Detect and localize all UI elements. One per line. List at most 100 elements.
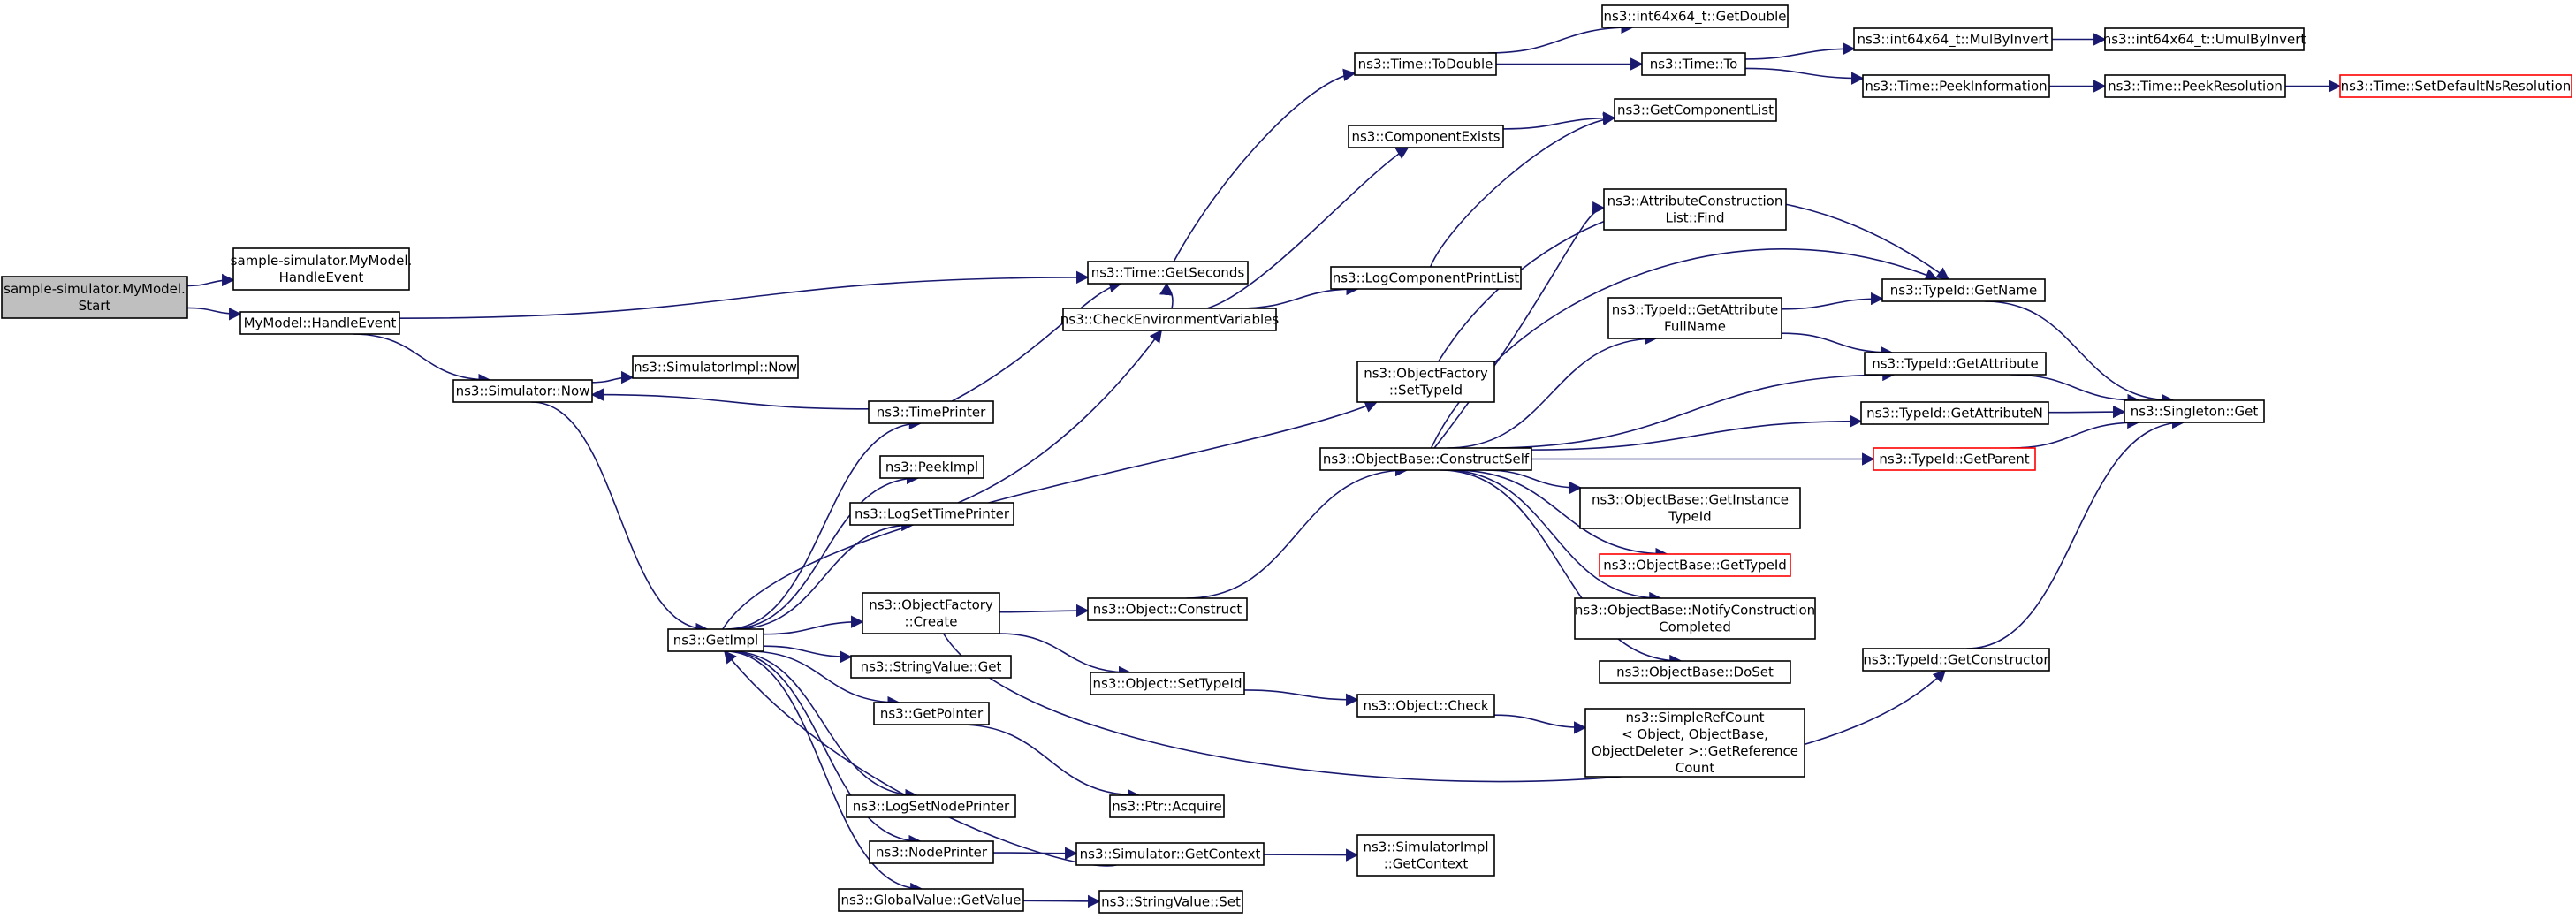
node-timePrinter[interactable]: ns3::TimePrinter <box>868 400 994 424</box>
node-globalValueGetValue[interactable]: ns3::GlobalValue::GetValue <box>838 888 1024 912</box>
node-int64GetDouble[interactable]: ns3::int64x64_t::GetDouble <box>1601 4 1789 28</box>
node-simImplGetContext[interactable]: ns3::SimulatorImpl::GetContext <box>1356 834 1495 877</box>
node-box-getConstructor <box>1862 648 2050 672</box>
node-getConstructor[interactable]: ns3::TypeId::GetConstructor <box>1862 648 2050 672</box>
node-mulByInvert[interactable]: ns3::int64x64_t::MulByInvert <box>1853 27 2053 51</box>
call-edge-getImpl-to-ofCreate <box>763 615 864 635</box>
call-edge-typeIdGetParent-to-singletonGet <box>2010 415 2140 449</box>
node-box-componentExists <box>1348 125 1504 148</box>
node-label-simpleRefCount: ns3::SimpleRefCount <box>1626 710 1765 725</box>
node-box-timeTo <box>1641 52 1746 76</box>
node-label-objectCheck: ns3::Object::Check <box>1363 698 1488 714</box>
node-peekImpl[interactable]: ns3::PeekImpl <box>879 455 984 479</box>
node-stringValueSet[interactable]: ns3::StringValue::Set <box>1098 890 1243 914</box>
node-toDouble[interactable]: ns3::Time::ToDouble <box>1354 52 1497 76</box>
call-edge-getImpl-to-globalValueGetValue <box>725 650 923 896</box>
call-edge-getImpl-to-timePrinter <box>726 416 923 630</box>
node-label-peekImpl: ns3::PeekImpl <box>885 460 978 475</box>
node-box-logSetTimePrinter <box>849 502 1014 526</box>
node-ofSetTypeId[interactable]: ns3::ObjectFactory::SetTypeId <box>1356 361 1495 403</box>
node-typeIdGetAttribute[interactable]: ns3::TypeId::GetAttribute <box>1864 352 2047 376</box>
node-objectSetTypeId[interactable]: ns3::Object::SetTypeId <box>1090 672 1245 695</box>
node-label-obGetTypeId: ns3::ObjectBase::GetTypeId <box>1603 558 1787 573</box>
node-ofCreate[interactable]: ns3::ObjectFactory::Create <box>862 592 1000 634</box>
node-typeIdGetParent[interactable]: ns3::TypeId::GetParent <box>1873 447 2036 471</box>
node-nodePrinter[interactable]: ns3::NodePrinter <box>869 840 994 864</box>
node-box-objectCheck <box>1356 694 1495 718</box>
node-simpleRefCount[interactable]: ns3::SimpleRefCount< Object, ObjectBase,… <box>1584 708 1805 778</box>
node-simImplNow[interactable]: ns3::SimulatorImpl::Now <box>632 355 799 379</box>
call-edge-objectSetTypeId-to-objectCheck <box>1243 689 1359 707</box>
node-objectConstruct[interactable]: ns3::Object::Construct <box>1087 597 1248 621</box>
node-box-typeIdGetAttributeN <box>1860 401 2049 425</box>
node-simGetContext[interactable]: ns3::Simulator::GetContext <box>1075 842 1265 866</box>
node-box-getImpl <box>667 628 764 652</box>
node-box-int64GetDouble <box>1601 4 1789 28</box>
node-myHandleEvent[interactable]: MyModel::HandleEvent <box>239 311 400 335</box>
call-edge-timeTo-to-mulByInvert <box>1744 42 1856 60</box>
call-edge-root-to-smHandleEvent <box>186 273 235 287</box>
node-componentExists[interactable]: ns3::ComponentExists <box>1348 125 1504 148</box>
node-label-logComponentPrintList: ns3::LogComponentPrintList <box>1333 270 1520 286</box>
node-setDefaultNsResolution[interactable]: ns3::Time::SetDefaultNsResolution <box>2339 74 2572 98</box>
node-getSeconds[interactable]: ns3::Time::GetSeconds <box>1087 261 1249 285</box>
node-label-getImpl: ns3::GetImpl <box>673 633 758 649</box>
node-label-ofCreate: ::Create <box>905 614 958 630</box>
node-label-simImplNow: ns3::SimulatorImpl::Now <box>634 360 797 376</box>
node-timeTo[interactable]: ns3::Time::To <box>1641 52 1746 76</box>
node-notifyConstruction[interactable]: ns3::ObjectBase::NotifyConstructionCompl… <box>1574 597 1816 640</box>
node-box-logSetNodePrinter <box>846 794 1016 818</box>
node-label-acListFind: List::Find <box>1665 210 1724 226</box>
node-box-getComponentList <box>1614 98 1777 122</box>
node-box-getPointer <box>873 702 990 725</box>
call-edge-root-to-myHandleEvent <box>186 307 242 321</box>
call-edge-nodePrinter-to-simGetContext <box>992 847 1078 860</box>
node-root[interactable]: sample-simulator.MyModel.Start <box>1 276 188 319</box>
node-box-peekInformation <box>1862 74 2050 98</box>
node-box-ofCreate <box>862 592 1000 634</box>
node-logComponentPrintList[interactable]: ns3::LogComponentPrintList <box>1330 266 1522 290</box>
node-objectCheck[interactable]: ns3::Object::Check <box>1356 694 1495 718</box>
node-peekInformation[interactable]: ns3::Time::PeekInformation <box>1862 74 2050 98</box>
node-label-typeIdGetAttribute: ns3::TypeId::GetAttribute <box>1872 356 2038 372</box>
node-checkEnv[interactable]: ns3::CheckEnvironmentVariables <box>1060 308 1280 331</box>
call-edge-timeTo-to-peekInformation <box>1744 67 1865 85</box>
call-edge-getImpl-to-getPointer <box>748 650 900 710</box>
node-label-peekInformation: ns3::Time::PeekInformation <box>1865 79 2047 95</box>
node-simNow[interactable]: ns3::Simulator::Now <box>452 379 593 403</box>
node-box-obDoSet <box>1599 660 1791 684</box>
node-singletonGet[interactable]: ns3::Singleton::Get <box>2124 399 2265 423</box>
node-logSetTimePrinter[interactable]: ns3::LogSetTimePrinter <box>849 502 1014 526</box>
node-getImpl[interactable]: ns3::GetImpl <box>667 628 764 652</box>
node-getPointer[interactable]: ns3::GetPointer <box>873 702 990 725</box>
node-logSetNodePrinter[interactable]: ns3::LogSetNodePrinter <box>846 794 1016 818</box>
node-label-obDoSet: ns3::ObjectBase::DoSet <box>1616 665 1774 680</box>
node-obGetTypeId[interactable]: ns3::ObjectBase::GetTypeId <box>1599 553 1791 577</box>
node-box-simGetContext <box>1075 842 1265 866</box>
node-label-root: Start <box>79 298 111 314</box>
node-umulByInvert[interactable]: ns3::int64x64_t::UmulByInvert <box>2103 27 2306 51</box>
node-peekResolution[interactable]: ns3::Time::PeekResolution <box>2104 74 2286 98</box>
node-typeIdGetAttributeN[interactable]: ns3::TypeId::GetAttributeN <box>1860 401 2049 425</box>
call-edges <box>186 20 2342 908</box>
node-getComponentList[interactable]: ns3::GetComponentList <box>1614 98 1777 122</box>
node-label-ofSetTypeId: ::SetTypeId <box>1389 383 1463 399</box>
node-label-ptrAcquire: ns3::Ptr::Acquire <box>1112 799 1221 815</box>
node-label-getInstanceTypeId: TypeId <box>1668 509 1711 525</box>
node-label-componentExists: ns3::ComponentExists <box>1351 129 1500 145</box>
call-edge-getAttributeFullName-to-typeIdGetAttribute <box>1781 332 1894 360</box>
node-label-getPointer: ns3::GetPointer <box>880 706 984 722</box>
node-label-acListFind: ns3::AttributeConstruction <box>1607 194 1783 209</box>
node-label-checkEnv: ns3::CheckEnvironmentVariables <box>1060 312 1280 328</box>
node-ptrAcquire[interactable]: ns3::Ptr::Acquire <box>1109 794 1225 818</box>
node-constructSelf[interactable]: ns3::ObjectBase::ConstructSelf <box>1319 447 1532 471</box>
node-obDoSet[interactable]: ns3::ObjectBase::DoSet <box>1599 660 1791 684</box>
node-stringValueGet[interactable]: ns3::StringValue::Get <box>850 655 1012 679</box>
call-edge-simNow-to-simImplNow <box>591 370 635 384</box>
node-typeIdGetName[interactable]: ns3::TypeId::GetName <box>1881 278 2046 302</box>
node-smHandleEvent[interactable]: sample-simulator.MyModel.HandleEvent <box>231 247 413 291</box>
node-label-nodePrinter: ns3::NodePrinter <box>876 845 988 861</box>
